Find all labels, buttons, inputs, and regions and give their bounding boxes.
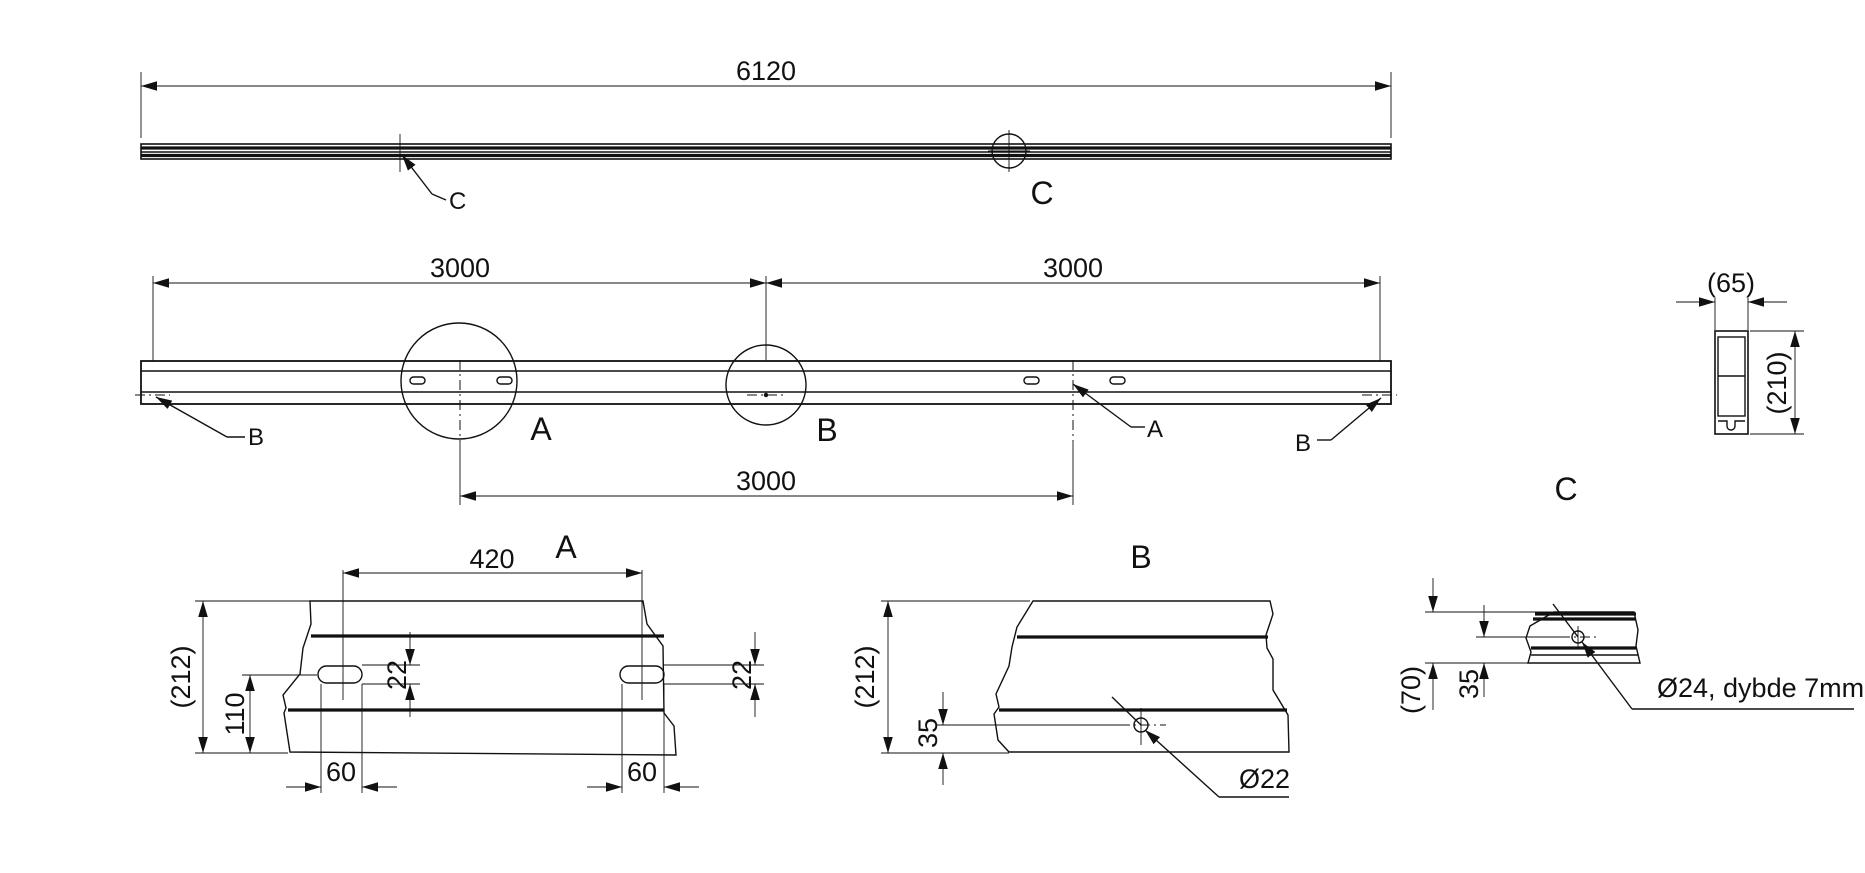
detail-a-offset-dimension: 110 bbox=[220, 692, 250, 735]
detail-a-slot-width-left: 60 bbox=[326, 757, 356, 787]
detail-a: A 420 (212) 110 22 22 bbox=[166, 529, 764, 793]
detail-c-hole-dimension: Ø24, dybde 7mm bbox=[1657, 673, 1864, 703]
detail-a-slot-height-left: 22 bbox=[382, 660, 412, 690]
mid-span-right-dimension: 3000 bbox=[1043, 253, 1103, 283]
middle-view: 3000 3000 3000 A B B A bbox=[135, 253, 1397, 505]
mid-circle-a-label: A bbox=[530, 411, 552, 447]
section-width-dimension: (65) bbox=[1707, 268, 1755, 298]
detail-b-hole-dimension: Ø22 bbox=[1239, 764, 1290, 794]
detail-b-height-dimension: (212) bbox=[850, 645, 880, 708]
section-height-dimension: (210) bbox=[1762, 351, 1792, 414]
detail-a-title: A bbox=[555, 529, 577, 565]
detail-b-offset-dimension: 35 bbox=[913, 718, 943, 748]
top-length-dimension: 6120 bbox=[736, 56, 796, 86]
detail-c-title: C bbox=[1554, 471, 1577, 507]
mid-circle-b-label: B bbox=[816, 412, 837, 448]
detail-a-spacing-dimension: 420 bbox=[469, 544, 514, 574]
top-callout-c: C bbox=[449, 188, 466, 215]
detail-b-title: B bbox=[1130, 539, 1151, 575]
top-circle-c-label: C bbox=[1030, 175, 1053, 211]
top-view: 6120 C C bbox=[140, 56, 1392, 215]
detail-c: C Ø24, dybde 7mm (70) 35 bbox=[1396, 471, 1864, 714]
detail-a-slot-width-right: 60 bbox=[627, 757, 657, 787]
mid-callout-b-right: B bbox=[1295, 430, 1311, 457]
mid-callout-b-left: B bbox=[248, 424, 264, 451]
detail-a-height-dimension: (212) bbox=[166, 645, 196, 708]
detail-a-slot-height-right: 22 bbox=[727, 660, 757, 690]
mid-callout-a-right: A bbox=[1147, 416, 1163, 443]
detail-b: B Ø22 (212) 35 bbox=[850, 539, 1290, 798]
cross-section: (65) (210) bbox=[1676, 268, 1804, 435]
detail-c-height-dimension: (70) bbox=[1396, 666, 1426, 714]
mid-span-bottom-dimension: 3000 bbox=[736, 466, 796, 496]
mid-span-left-dimension: 3000 bbox=[430, 253, 490, 283]
detail-c-offset-dimension: 35 bbox=[1454, 669, 1484, 699]
